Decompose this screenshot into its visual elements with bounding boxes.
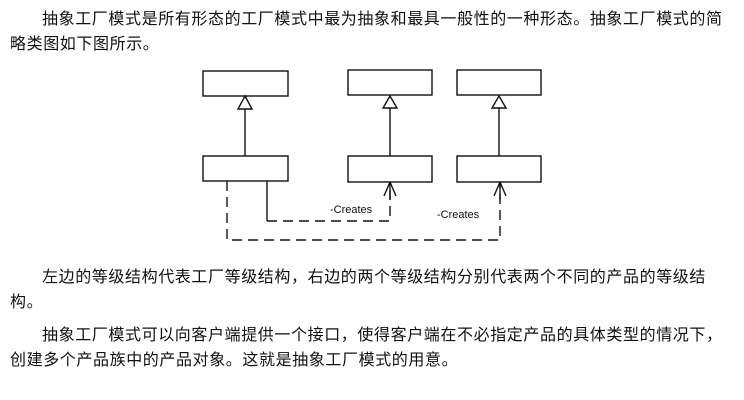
intro-paragraph: 抽象工厂模式是所有形态的工厂模式中最为抽象和最具一般性的一种形态。抽象工厂模式的… bbox=[10, 9, 723, 53]
inheritance-arrow-icon bbox=[381, 94, 399, 109]
concrete-factory-class-box bbox=[202, 155, 289, 182]
creates-label-1: -Creates bbox=[330, 204, 373, 216]
dependency-arrowhead-icon bbox=[383, 181, 397, 200]
concrete-product-2-class-box bbox=[456, 155, 542, 183]
abstract-product-1-class-box bbox=[347, 69, 433, 96]
creates-relation-2 bbox=[226, 181, 501, 241]
creates-label-2: -Creates bbox=[437, 209, 480, 221]
product-hierarchy-2 bbox=[456, 69, 542, 183]
abstract-product-2-class-box bbox=[456, 69, 542, 96]
inheritance-arrow-icon bbox=[236, 94, 254, 110]
concrete-product-1-class-box bbox=[347, 155, 433, 183]
hierarchy-explanation-paragraph: 左边的等级结构代表工厂等级结构，右边的两个等级结构分别代表两个不同的产品的等级结… bbox=[10, 267, 707, 311]
purpose-paragraph: 抽象工厂模式可以向客户端提供一个接口，使得客户端在不必指定产品的具体类型的情况下… bbox=[10, 325, 723, 369]
abstract-factory-class-box bbox=[202, 70, 289, 97]
product-hierarchy-1 bbox=[347, 69, 433, 183]
factory-hierarchy bbox=[202, 70, 289, 182]
inheritance-arrow-icon bbox=[490, 94, 508, 109]
dependency-arrowhead-icon bbox=[493, 181, 507, 200]
